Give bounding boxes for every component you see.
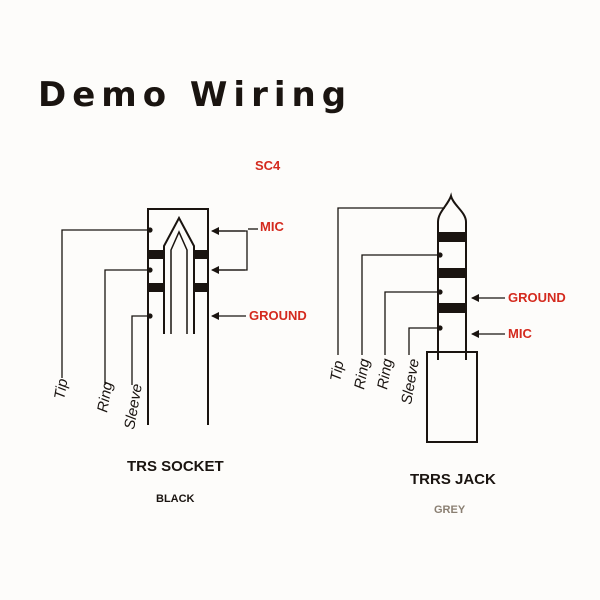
jack-label-ring1: Ring xyxy=(351,357,373,391)
jack-color-label: GREY xyxy=(434,504,466,516)
jack-label-ring2: Ring xyxy=(374,357,396,391)
jack-caption: TRRS JACK xyxy=(410,471,496,488)
model-label: SC4 xyxy=(255,158,281,173)
page-title: Demo Wiring xyxy=(38,75,352,115)
jack-tip xyxy=(437,192,467,232)
socket-label-ring: Ring xyxy=(94,380,116,414)
socket-color-label: BLACK xyxy=(156,493,195,505)
jack-label-tip: Tip xyxy=(327,359,347,382)
jack-label-sleeve: Sleeve xyxy=(398,358,423,406)
jack-handle xyxy=(426,351,478,443)
socket-contact xyxy=(149,283,163,292)
socket-ground-label: GROUND xyxy=(249,308,307,323)
socket-mic-label: MIC xyxy=(260,219,284,234)
socket-wire-ring xyxy=(104,269,150,385)
jack-ground-label: GROUND xyxy=(508,290,566,305)
jack-wire-tip xyxy=(337,207,445,355)
socket-channel-inner xyxy=(170,230,188,334)
trs-socket xyxy=(147,208,209,425)
jack-wires xyxy=(337,207,505,355)
socket-contacts xyxy=(147,227,207,319)
socket-mic-bracket xyxy=(215,230,248,271)
jack-band xyxy=(438,232,466,242)
socket-contact xyxy=(195,283,207,292)
socket-wire-sleeve xyxy=(131,315,150,385)
socket-contact xyxy=(149,250,163,259)
jack-band xyxy=(438,303,466,313)
socket-wire-tip xyxy=(61,229,150,378)
socket-contact xyxy=(195,250,207,259)
socket-wires xyxy=(61,227,258,385)
jack-wire-sleeve xyxy=(408,327,440,355)
jack-wire-ring1 xyxy=(361,254,440,355)
socket-label-tip: Tip xyxy=(51,377,71,400)
socket-label-sleeve: Sleeve xyxy=(121,383,146,431)
trrs-jack xyxy=(426,192,478,443)
jack-wire-ring2 xyxy=(384,291,440,355)
socket-channel xyxy=(163,215,195,334)
socket-caption: TRS SOCKET xyxy=(127,458,224,475)
jack-mic-label: MIC xyxy=(508,326,532,341)
socket-body xyxy=(147,208,209,425)
jack-shaft xyxy=(437,228,467,352)
jack-band xyxy=(438,268,466,278)
